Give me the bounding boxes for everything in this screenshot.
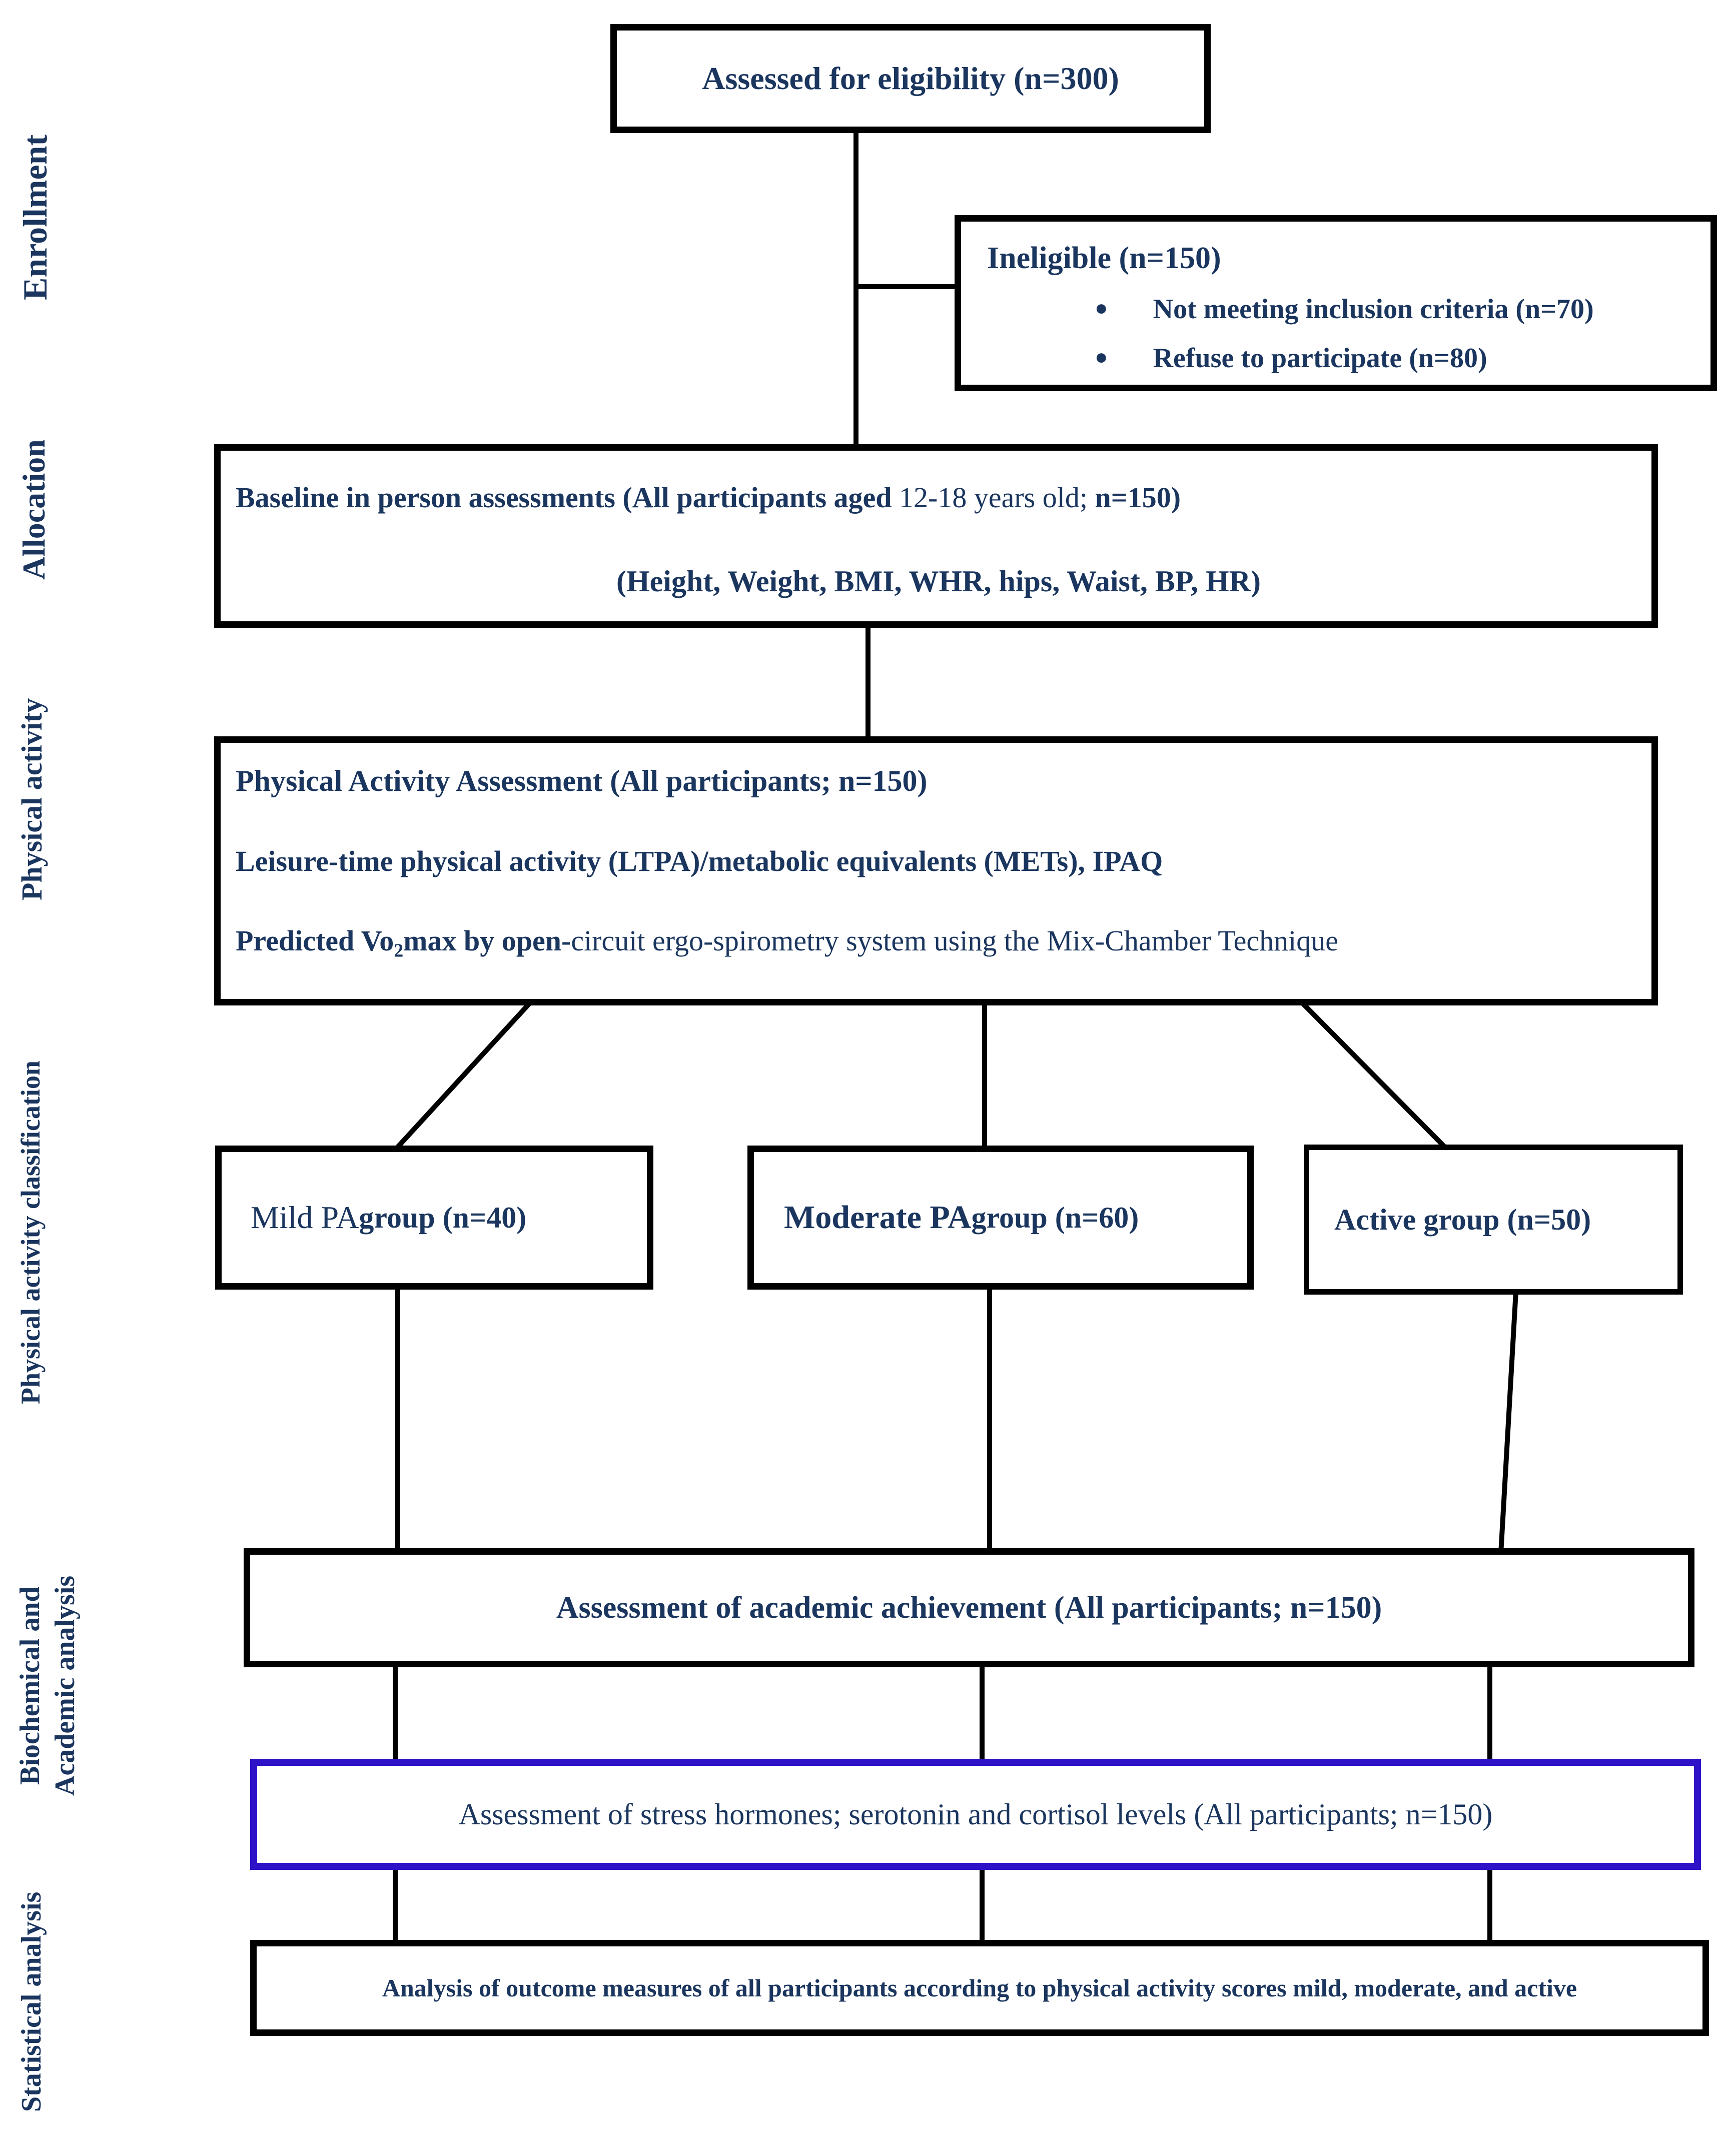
pa-line3-regular: circuit ergo-spirometry system using the… bbox=[571, 924, 1338, 957]
baseline-line1: Baseline in person assessments (All part… bbox=[236, 481, 1641, 514]
pa-line3-bold: Predicted Vo2max by open- bbox=[236, 924, 571, 961]
baseline-line2: (Height, Weight, BMI, WHR, hips, Waist, … bbox=[616, 565, 1261, 598]
pa-line2: Leisure-time physical activity (LTPA)/me… bbox=[236, 845, 1163, 877]
pa-line3: Predicted Vo2max by open-circuit ergo-sp… bbox=[236, 924, 1644, 962]
moderate-group-label-part2: group (n=60) bbox=[971, 1201, 1139, 1234]
box-baseline-assessments: Baseline in person assessments (All part… bbox=[214, 444, 1658, 628]
connector-line bbox=[1301, 1001, 1448, 1150]
mild-group-label-part1: Mild PA bbox=[251, 1200, 359, 1235]
baseline-line1-part2: 12-18 years old; bbox=[899, 481, 1095, 514]
box-outcome-analysis: Analysis of outcome measures of all part… bbox=[250, 1940, 1709, 2036]
baseline-line1-part1: Baseline in person assessments (All part… bbox=[236, 481, 900, 514]
connector-line bbox=[1498, 1291, 1518, 1554]
box-academic-achievement: Assessment of academic achievement (All … bbox=[244, 1548, 1694, 1667]
connector-line bbox=[395, 999, 533, 1150]
bullet-icon: ● bbox=[1095, 345, 1108, 369]
ineligible-title: Ineligible (n=150) bbox=[987, 241, 1221, 275]
box-moderate-pa-group: Moderate PA group (n=60) bbox=[747, 1146, 1254, 1290]
side-label-biochemical-academic-analysis: Biochemical and Academic analysis bbox=[13, 1556, 101, 1816]
moderate-group-label-part1: Moderate PA bbox=[784, 1199, 972, 1236]
baseline-line1-part3: n=150) bbox=[1095, 481, 1181, 514]
ineligible-bullet-text: Not meeting inclusion criteria (n=70) bbox=[1153, 294, 1594, 325]
side-label-enrollment: Enrollment bbox=[16, 134, 54, 300]
mild-group-label-part2: group (n=40) bbox=[359, 1201, 527, 1234]
box-active-group: Active group (n=50) bbox=[1304, 1145, 1683, 1295]
ineligible-bullet-text: Refuse to participate (n=80) bbox=[1153, 343, 1487, 374]
side-label-statistical-analysis: Statistical analysis bbox=[16, 1891, 47, 2112]
box-ineligible: Ineligible (n=150) ● Not meeting inclusi… bbox=[955, 215, 1717, 391]
bullet-icon: ● bbox=[1095, 296, 1108, 320]
box-mild-pa-group: Mild PA group (n=40) bbox=[215, 1146, 653, 1290]
side-label-biochemical-line1: Biochemical and bbox=[15, 1586, 46, 1785]
side-label-allocation: Allocation bbox=[16, 439, 52, 580]
side-label-physical-activity: Physical activity bbox=[16, 698, 48, 901]
box-physical-activity-assessment: Physical Activity Assessment (All partic… bbox=[214, 736, 1658, 1005]
box-stress-hormones: Assessment of stress hormones; serotonin… bbox=[250, 1759, 1701, 1870]
side-label-biochemical-line2: Academic analysis bbox=[50, 1575, 81, 1796]
box-assessed-eligibility: Assessed for eligibility (n=300) bbox=[610, 24, 1211, 133]
pa-line1: Physical Activity Assessment (All partic… bbox=[236, 764, 928, 797]
side-label-physical-activity-classification: Physical activity classification bbox=[16, 1060, 46, 1405]
list-item: ● Refuse to participate (n=80) bbox=[1095, 342, 1700, 374]
list-item: ● Not meeting inclusion criteria (n=70) bbox=[1095, 293, 1700, 325]
